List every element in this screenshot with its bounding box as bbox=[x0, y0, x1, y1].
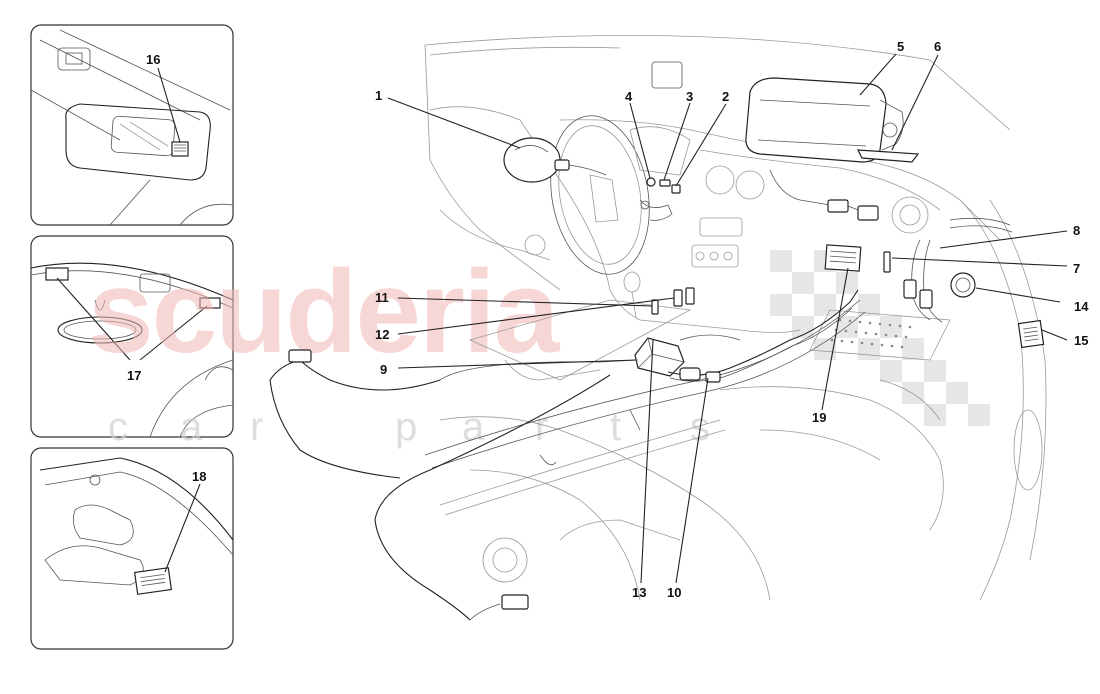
passenger-airbag-module bbox=[745, 77, 887, 163]
car-interior-outline bbox=[424, 34, 1047, 601]
watermark-letter-1: c bbox=[108, 405, 128, 449]
sun-visor-airbag-label bbox=[171, 141, 189, 157]
watermark-letter-4: p bbox=[395, 405, 417, 449]
callout-7: 7 bbox=[1073, 261, 1080, 276]
watermark-brand: scuderia bbox=[88, 246, 561, 378]
callout-18: 18 bbox=[192, 469, 206, 484]
callout-4: 4 bbox=[625, 89, 633, 104]
callout-6: 6 bbox=[934, 39, 941, 54]
seatbelt-pretensioner-connector-left bbox=[288, 349, 312, 363]
seatbelt-pretensioner-connector-rear bbox=[501, 594, 529, 610]
screw-11 bbox=[651, 299, 659, 315]
watermark-letter-5: a bbox=[462, 405, 485, 449]
watermark-letter-3: r bbox=[250, 405, 263, 449]
inset-roof-labels bbox=[30, 235, 234, 438]
screw-7 bbox=[883, 251, 891, 273]
callout-15: 15 bbox=[1074, 333, 1088, 348]
inset-dashboard-label bbox=[30, 447, 234, 650]
watermark-letter-6: r bbox=[535, 405, 548, 449]
watermark-letter-2: a bbox=[180, 405, 203, 449]
callout-labels: 1 2 3 4 5 6 7 8 9 10 11 12 13 14 15 16 1… bbox=[127, 39, 1089, 600]
screw-12 bbox=[673, 289, 683, 307]
roof-airbag-label-left bbox=[45, 267, 69, 281]
callout-11: 11 bbox=[375, 290, 389, 305]
inset-sun-visor bbox=[30, 24, 234, 226]
callout-13: 13 bbox=[632, 585, 646, 600]
watermark: scuderia c a r p a r t s bbox=[88, 246, 990, 449]
callout-3: 3 bbox=[686, 89, 693, 104]
screw-3 bbox=[659, 179, 671, 187]
washer-4 bbox=[646, 177, 656, 187]
nut-2 bbox=[671, 184, 681, 194]
callout-5: 5 bbox=[897, 39, 904, 54]
airbag-warning-label-15 bbox=[1017, 319, 1045, 349]
airbag-parts bbox=[269, 77, 1045, 621]
dashboard-airbag-label bbox=[133, 567, 173, 595]
callout-16: 16 bbox=[146, 52, 160, 67]
callout-8: 8 bbox=[1073, 223, 1080, 238]
leader-lines bbox=[387, 53, 1068, 584]
callout-19: 19 bbox=[812, 410, 826, 425]
airbag-bracket bbox=[856, 149, 920, 163]
watermark-letter-7: t bbox=[610, 405, 621, 449]
callout-10: 10 bbox=[667, 585, 681, 600]
callout-2: 2 bbox=[722, 89, 729, 104]
callout-1: 1 bbox=[375, 88, 382, 103]
callout-9: 9 bbox=[380, 362, 387, 377]
airbag-control-unit bbox=[634, 337, 685, 377]
callout-12: 12 bbox=[375, 327, 389, 342]
roof-airbag-label-right bbox=[199, 297, 221, 309]
callout-14: 14 bbox=[1074, 299, 1089, 314]
callout-17: 17 bbox=[127, 368, 141, 383]
airbag-deactivation-switch bbox=[950, 272, 976, 298]
